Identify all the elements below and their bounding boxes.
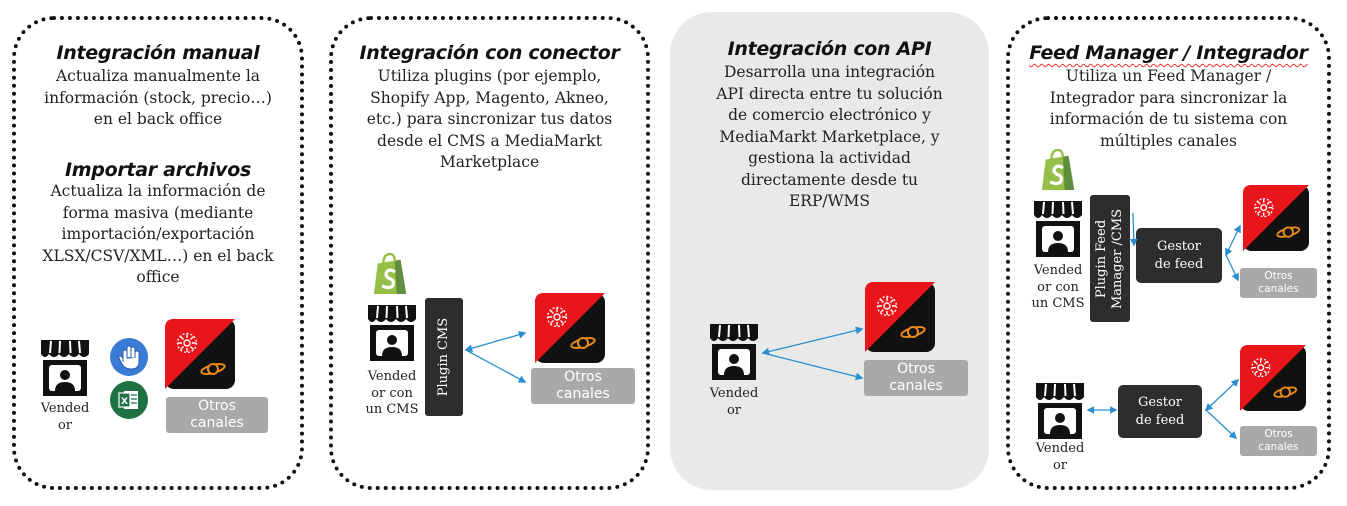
title-integracion-api: Integración con API bbox=[727, 38, 932, 60]
arrow bbox=[761, 326, 864, 356]
hand-icon bbox=[110, 338, 148, 376]
desc-importar-archivos: Actualiza la información de forma masiva… bbox=[42, 182, 274, 286]
arrow bbox=[464, 330, 527, 353]
panel-feed-manager: Feed Manager / Integrador Utiliza un Fee… bbox=[1006, 16, 1331, 490]
desc-integracion-api: Desarrolla una integración API directa e… bbox=[716, 63, 943, 210]
excel-icon: X bbox=[110, 381, 148, 419]
panel-api: Integración con API Desarrolla una integ… bbox=[670, 12, 989, 490]
arrow bbox=[762, 352, 864, 381]
panel-connector: Integración con conector Utiliza plugins… bbox=[329, 16, 650, 490]
desc-feed-manager: Utiliza un Feed Manager / Integrador par… bbox=[1049, 67, 1288, 150]
arrow bbox=[465, 349, 527, 383]
title-integracion-manual: Integración manual bbox=[56, 42, 260, 64]
title-importar-archivos: Importar archivos bbox=[65, 159, 251, 181]
arrow bbox=[1205, 409, 1238, 440]
arrow bbox=[1225, 254, 1239, 282]
arrow bbox=[1129, 212, 1138, 247]
arrow bbox=[1225, 224, 1241, 257]
desc-integracion-manual: Actualiza manualmente la información (st… bbox=[44, 67, 272, 128]
panel-manual: Integración manual Actualiza manualmente… bbox=[12, 16, 304, 490]
svg-text:X: X bbox=[121, 397, 128, 407]
plugin-cms-bar: Plugin CMS bbox=[425, 298, 463, 416]
title-feed-manager: Feed Manager / Integrador bbox=[1029, 42, 1308, 64]
desc-integracion-conector: Utiliza plugins (por ejemplo, Shopify Ap… bbox=[366, 67, 613, 171]
arrow bbox=[1204, 378, 1240, 412]
title-integracion-conector: Integración con conector bbox=[359, 42, 620, 64]
